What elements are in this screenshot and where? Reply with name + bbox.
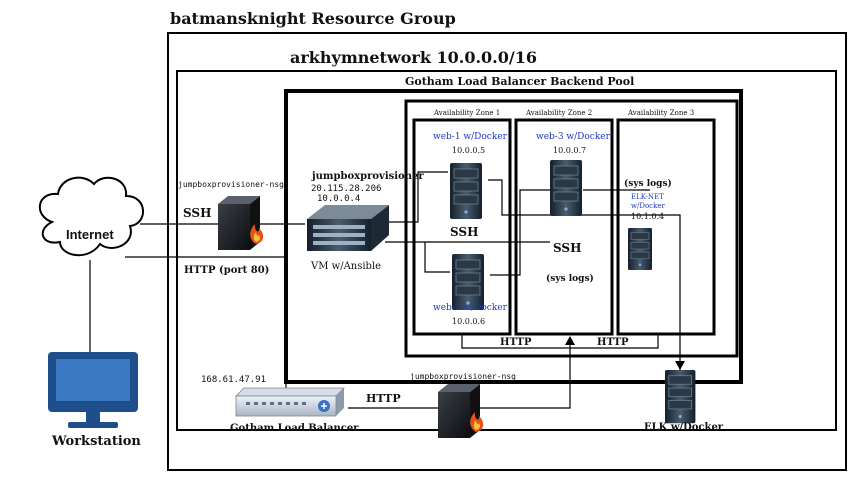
zones-frame — [404, 99, 739, 358]
syslog-web2-line — [490, 189, 550, 276]
syslogs-zone2-label: (sys logs) — [546, 274, 594, 284]
elk-net-ip: 10.1.0.4 — [631, 212, 665, 221]
resource-group-title: batmansknight Resource Group — [170, 9, 456, 28]
workstation-icon — [48, 352, 138, 428]
web2-ip: 10.0.0.6 — [452, 317, 486, 326]
load-balancer-ip: 168.61.47.91 — [201, 375, 267, 385]
elk-net-name: ELK-NET — [631, 193, 664, 201]
availability-zone-3 — [616, 118, 716, 336]
ssh-web1-line — [385, 171, 448, 223]
jumpbox-caption: VM w/Ansible — [311, 261, 382, 272]
ssh-zone1-label: SSH — [450, 225, 479, 239]
web2-name: web-2 w/Docker — [433, 303, 507, 313]
load-balancer-icon — [235, 387, 345, 417]
ssh-zone2-label: SSH — [553, 241, 582, 255]
internet-cloud-icon — [38, 176, 144, 257]
vnet-title: arkhymnetwork 10.0.0.0/16 — [290, 48, 537, 67]
http-pool-line — [461, 334, 659, 349]
internet-label: Internet — [66, 227, 114, 242]
http-internet-line — [125, 256, 310, 393]
elk-net-sub: w/Docker — [631, 202, 665, 210]
firewall-icon — [438, 384, 484, 438]
elk-net-server-icon — [627, 227, 653, 271]
nsg-top-label: jumpboxprovisioner-nsg — [178, 180, 284, 189]
elk-name: ELK w/Docker — [644, 422, 724, 433]
web2-server-icon — [451, 253, 485, 311]
http-lb-label: HTTP — [366, 392, 401, 405]
jumpbox-public-ip: 20.115.28.206 — [311, 184, 382, 194]
ssh-internet-label: SSH — [183, 206, 212, 220]
web1-server-icon — [449, 162, 483, 220]
syslog-arrowhead — [675, 361, 685, 370]
syslog-web1-line — [488, 179, 681, 372]
http-pool-right-label: HTTP — [597, 337, 629, 348]
http-pool-left-label: HTTP — [500, 337, 532, 348]
backend-pool-boundary — [284, 89, 743, 384]
jumpbox-server-icon — [307, 205, 389, 251]
load-balancer-name: Gotham Load Balancer — [230, 423, 359, 434]
web3-server-icon — [549, 159, 583, 217]
vnet-boundary — [176, 70, 837, 431]
web1-ip: 10.0.0.5 — [452, 146, 486, 155]
http-internet-label: HTTP (port 80) — [184, 265, 270, 276]
jumpbox-name: jumpboxprovisioner — [312, 171, 424, 182]
ssh-web2-line — [424, 242, 450, 273]
zone-1-title: Availability Zone 1 — [434, 109, 501, 117]
zone-3-title: Availability Zone 3 — [628, 109, 695, 117]
resource-group-boundary — [167, 32, 847, 471]
availability-zone-2 — [514, 118, 614, 336]
web3-name: web-3 w/Docker — [536, 132, 610, 142]
connectors — [89, 171, 741, 409]
backend-pool-title: Gotham Load Balancer Backend Pool — [405, 75, 635, 88]
firewall-icon — [218, 196, 264, 250]
zone-2-title: Availability Zone 2 — [526, 109, 593, 117]
nsg-bottom-label: jumpboxprovisioner-nsg — [410, 372, 516, 381]
jumpbox-private-ip: 10.0.0.4 — [317, 194, 361, 204]
web3-ip: 10.0.0.7 — [553, 146, 587, 155]
syslogs-zone3-label: (sys logs) — [624, 179, 672, 189]
web1-name: web-1 w/Docker — [433, 132, 507, 142]
http-arrowhead — [565, 336, 575, 345]
http-lb-nsg-line — [480, 343, 571, 409]
elk-server-icon — [664, 369, 696, 424]
workstation-label: Workstation — [52, 434, 141, 449]
